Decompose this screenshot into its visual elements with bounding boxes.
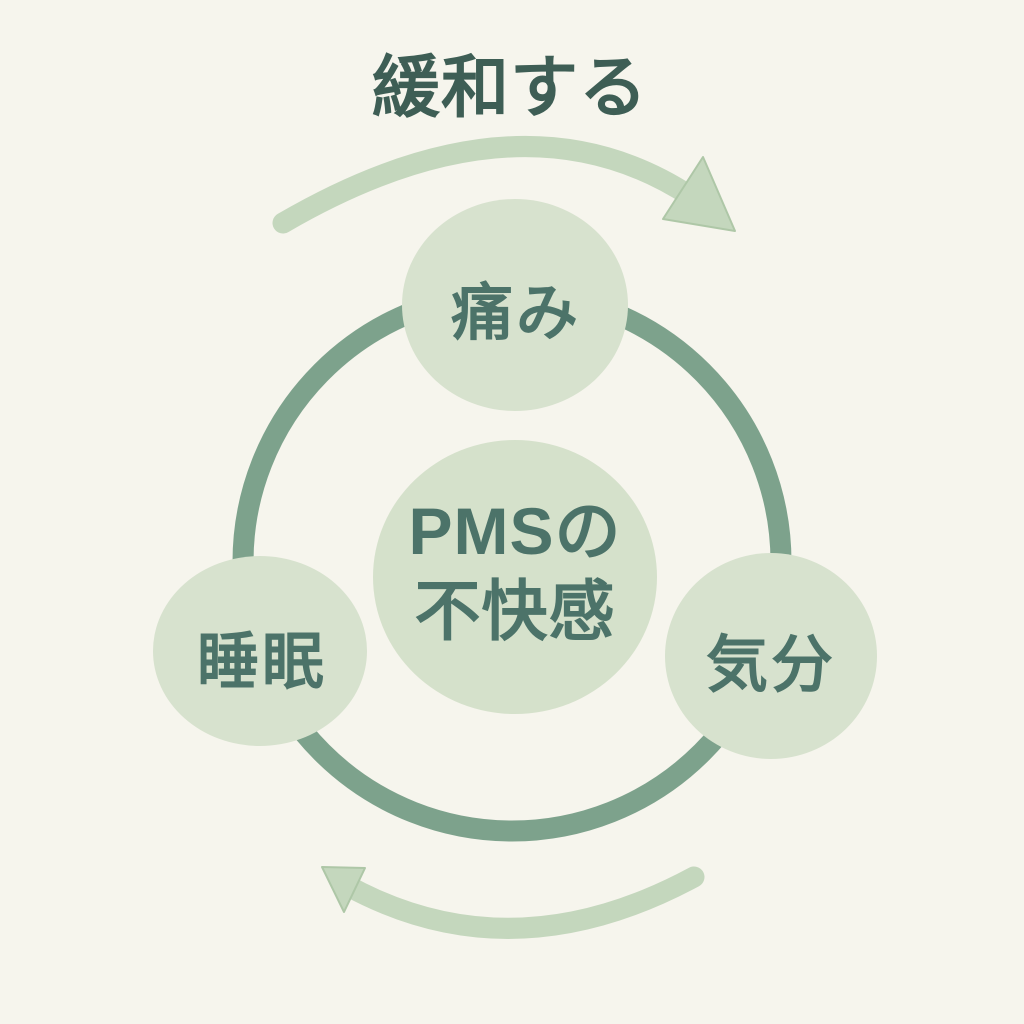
top-arrow-shaft [272, 136, 701, 234]
node-pain-circle [402, 199, 628, 411]
bottom-arrow-shaft [337, 866, 705, 939]
center-node-label-line1: PMSの [408, 494, 621, 568]
bottom-arrowhead-icon [321, 866, 366, 913]
diagram-title: 緩和する [372, 50, 648, 126]
node-mood-label: 気分 [706, 631, 836, 700]
node-mood-circle [665, 553, 877, 759]
top-cycle-arrow [272, 136, 736, 234]
bottom-cycle-arrow [321, 866, 705, 939]
node-sleep-label: 睡眠 [197, 628, 327, 697]
node-pain-label: 痛み [451, 279, 581, 348]
center-node-label-line2: 不快感 [415, 574, 616, 648]
center-node-circle [373, 440, 657, 714]
node-sleep-circle [153, 556, 367, 746]
top-arrowhead-icon [662, 156, 736, 232]
